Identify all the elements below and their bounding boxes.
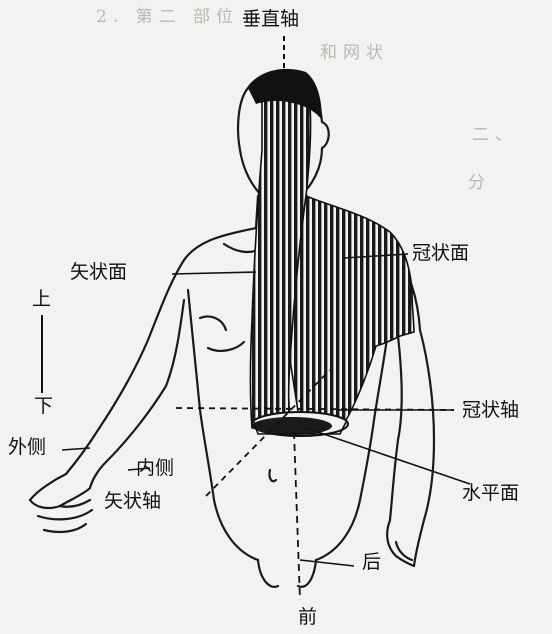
faint-background-text: 分: [468, 168, 491, 193]
label-lateral: 外侧: [8, 438, 46, 457]
label-medial: 内侧: [136, 459, 174, 478]
label-horizontal-plane: 水平面: [462, 484, 519, 503]
label-anterior: 前: [298, 608, 317, 627]
label-posterior: 后: [362, 553, 381, 572]
label-superior: 上: [32, 290, 51, 309]
label-coronal-plane: 冠状面: [412, 244, 469, 263]
faint-background-text: 2. 第二 部位: [96, 2, 239, 27]
label-vertical-axis: 垂直轴: [242, 10, 299, 29]
anterior-posterior-line: [294, 432, 300, 600]
coronal-plane-band: [290, 196, 414, 424]
horizontal-plane-disk: [252, 412, 348, 436]
label-sagittal-plane: 矢状面: [70, 263, 127, 282]
label-inferior: 下: [34, 397, 53, 416]
label-coronal-axis: 冠状轴: [462, 401, 519, 420]
faint-background-text: 和网状: [320, 38, 389, 63]
label-sagittal-axis: 矢状轴: [104, 492, 161, 511]
faint-background-text: 二、: [472, 120, 518, 145]
